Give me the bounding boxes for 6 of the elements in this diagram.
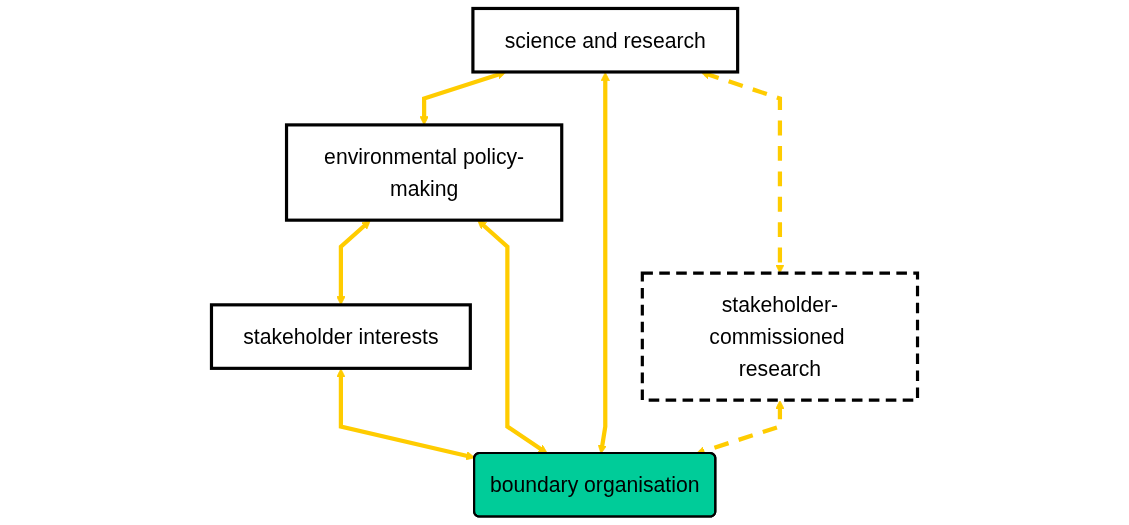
node-box: stakeholder-commissioned research xyxy=(640,271,920,402)
node-box: science and research xyxy=(471,6,740,74)
node-box: stakeholder interests xyxy=(209,303,472,370)
arrow xyxy=(336,368,476,461)
node-box: environmental policy-making xyxy=(284,123,564,222)
arrow xyxy=(597,72,610,454)
